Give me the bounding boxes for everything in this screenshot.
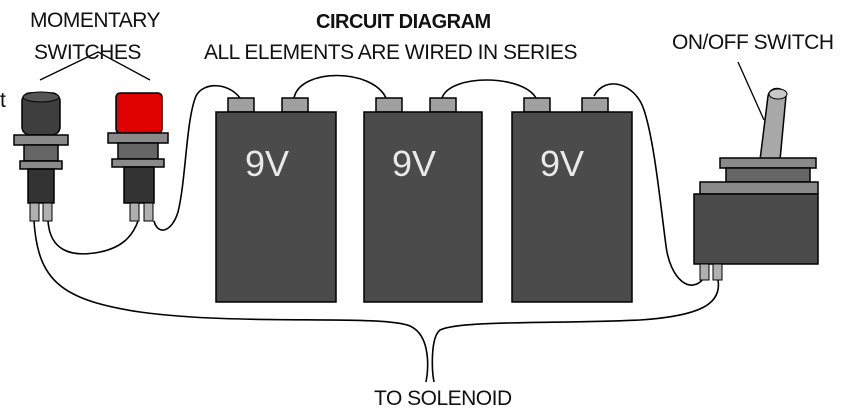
wire-battery1-to-battery2 [293,74,387,99]
wires [33,51,765,383]
momentary-label-line1: MOMENTARY [30,9,161,32]
battery-3-voltage: 9V [540,143,585,184]
to-solenoid-label: TO SOLENOID [374,387,512,410]
battery-3 [511,97,633,303]
onoff-switch-label: ON/OFF SWITCH [672,31,834,54]
stray-character: t [0,89,6,112]
wire-switch-to-battery [153,84,241,231]
toggle-switch [693,87,819,281]
wire-battery3-to-toggle [593,83,705,286]
momentary-switch-red [107,92,169,222]
momentary-leader-line [39,51,151,81]
wire-battery2-to-battery3 [441,79,537,99]
diagram-title: CIRCUIT DIAGRAM [316,11,491,33]
diagram-subtitle: ALL ELEMENTS ARE WIRED IN SERIES [204,41,578,64]
momentary-switch-black [13,91,69,222]
battery-2 [363,97,483,303]
onoff-leader-line [737,61,765,121]
wire-toggle-to-solenoid [431,279,720,383]
wire-left-to-solenoid [33,220,429,383]
battery-1-voltage: 9V [245,143,290,184]
momentary-label-line2: SWITCHES [34,41,141,64]
battery-2-voltage: 9V [392,143,437,184]
wire-switch-to-switch [47,220,139,255]
battery-1 [215,97,337,303]
